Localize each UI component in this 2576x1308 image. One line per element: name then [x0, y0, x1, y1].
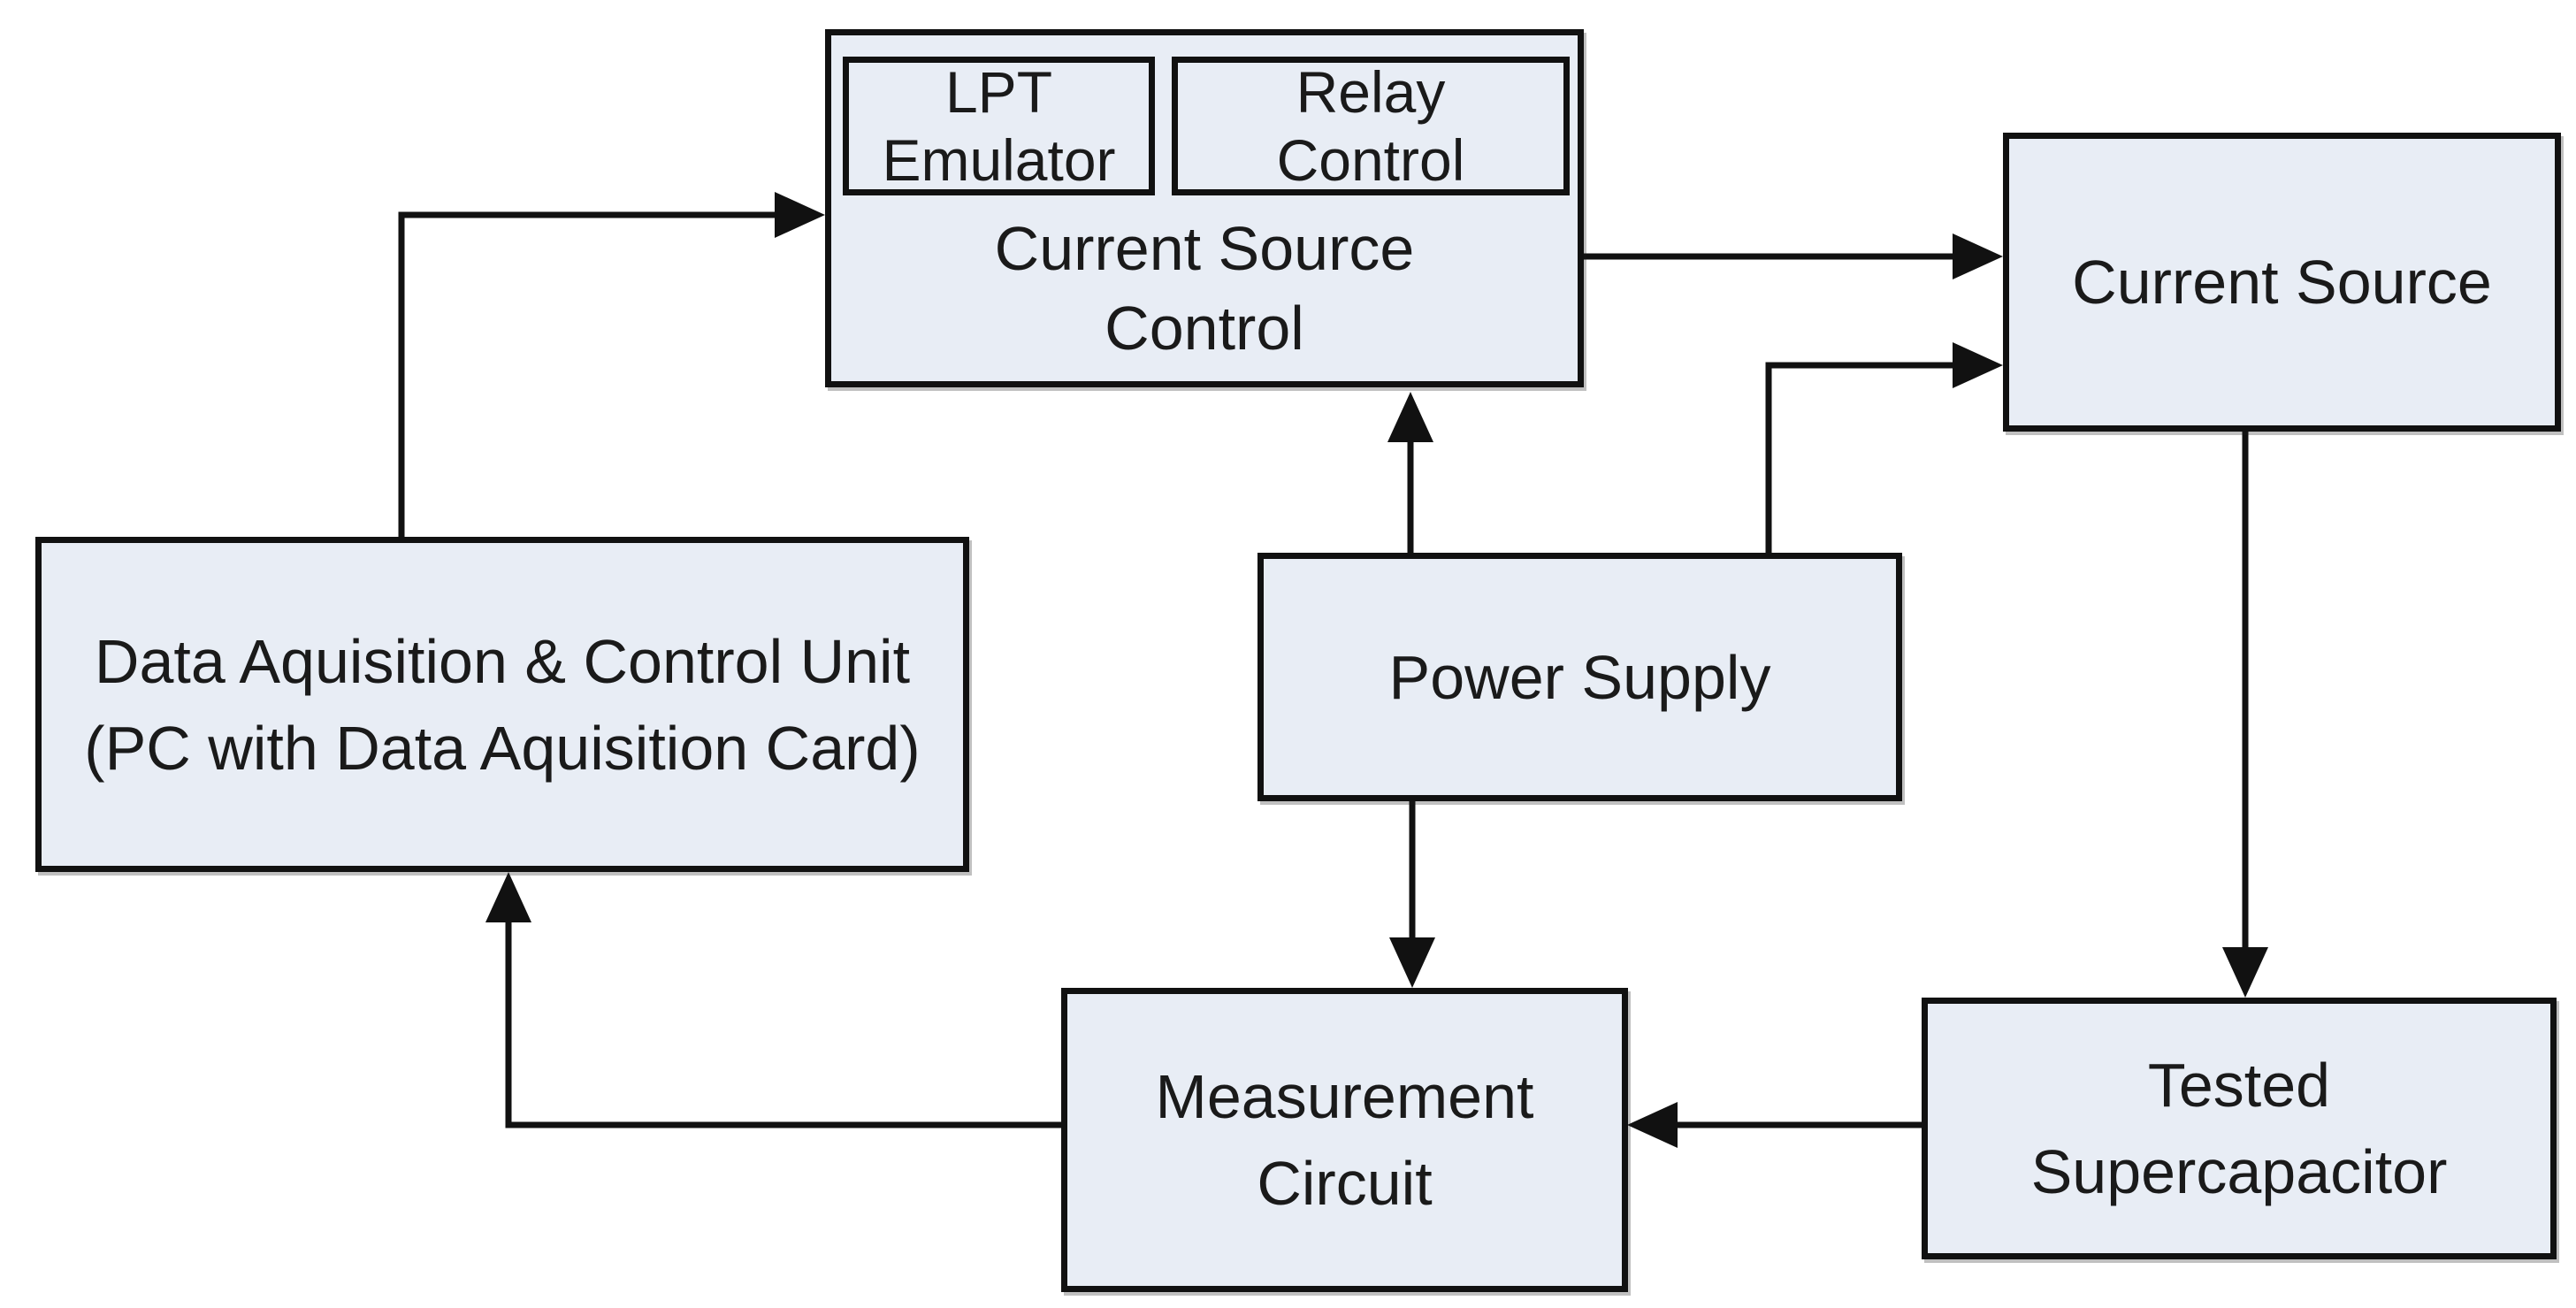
- arrowhead-into-current-source-control-bottom: [1387, 392, 1433, 442]
- node-data-acquisition-control-unit: Data Aquisition & Control Unit (PC with …: [35, 537, 969, 872]
- current-source-control-label: Current Source Control: [831, 195, 1578, 381]
- arrowhead-into-current-source-control-left: [775, 192, 825, 238]
- arrowhead-into-data-acquisition-bottom: [485, 872, 531, 922]
- current-source-label: Current Source: [2072, 248, 2492, 317]
- node-power-supply: Power Supply: [1257, 553, 1902, 801]
- current-source-control-label-line1: Current Source: [994, 214, 1415, 283]
- measurement-circuit-label-line1: Measurement: [1155, 1062, 1534, 1131]
- connector-power-supply-to-current-source: [1765, 362, 1954, 553]
- current-source-control-label-line2: Control: [1105, 294, 1304, 363]
- node-current-source-control: LPT Emulator Relay Control Current Sourc…: [825, 29, 1584, 387]
- node-lpt-emulator: LPT Emulator: [843, 57, 1155, 195]
- arrowhead-into-tested-supercapacitor-top: [2222, 947, 2268, 998]
- arrowhead-into-current-source-lower: [1953, 342, 2003, 388]
- measurement-circuit-label-line2: Circuit: [1257, 1149, 1433, 1218]
- power-supply-label: Power Supply: [1388, 642, 1771, 712]
- connector-data-acquisition-to-current-source-control: [398, 211, 776, 537]
- relay-control-label-line2: Control: [1276, 126, 1465, 193]
- arrowhead-into-measurement-circuit-top: [1389, 937, 1435, 988]
- node-relay-control: Relay Control: [1172, 57, 1570, 195]
- arrowhead-into-current-source-upper: [1953, 233, 2003, 279]
- node-measurement-circuit: Measurement Circuit: [1061, 988, 1628, 1292]
- tested-supercapacitor-label-line2: Supercapacitor: [2030, 1137, 2448, 1206]
- tested-supercapacitor-label-line1: Tested: [2147, 1051, 2331, 1120]
- connector-measurement-circuit-to-data-acquisition: [505, 922, 1061, 1128]
- node-tested-supercapacitor: Tested Supercapacitor: [1922, 998, 2557, 1259]
- relay-control-label-line1: Relay: [1296, 58, 1446, 125]
- data-acquisition-label-line2: (PC with Data Aquisition Card): [84, 713, 921, 783]
- lpt-emulator-label-line2: Emulator: [882, 126, 1116, 193]
- lpt-emulator-label-line1: LPT: [944, 58, 1053, 125]
- data-acquisition-label-line1: Data Aquisition & Control Unit: [94, 626, 911, 696]
- arrowhead-into-measurement-circuit-right: [1627, 1102, 1678, 1148]
- node-current-source: Current Source: [2003, 133, 2561, 432]
